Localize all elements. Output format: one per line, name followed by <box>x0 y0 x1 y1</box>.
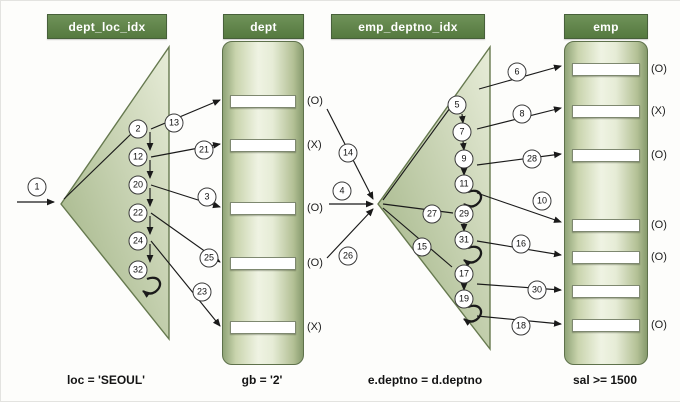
step-circle: 18 <box>511 316 531 336</box>
flow-arrow <box>476 192 562 223</box>
step-circle: 5 <box>447 95 467 115</box>
table-row <box>572 219 640 232</box>
row-match-flag: (X) <box>651 104 666 117</box>
table-row <box>572 149 640 162</box>
step-circle: 4 <box>332 181 352 201</box>
table-row <box>572 285 640 298</box>
step-circle: 27 <box>422 204 442 224</box>
step-circle: 12 <box>128 147 148 167</box>
step-circle: 29 <box>454 204 474 224</box>
flow-arrow <box>476 151 562 166</box>
step-circle: 15 <box>412 237 432 257</box>
step-circle: 20 <box>128 175 148 195</box>
step-circle: 8 <box>512 104 532 124</box>
flow-arrow <box>458 113 466 124</box>
row-match-flag: (O) <box>307 256 323 269</box>
table-row <box>230 95 296 108</box>
loopback-hook-arrow <box>463 304 483 326</box>
row-match-flag: (O) <box>651 62 667 75</box>
table-predicate-label: sal >= 1500 <box>572 373 638 387</box>
table-row <box>572 319 640 332</box>
table-row <box>572 105 640 118</box>
row-match-flag: (O) <box>651 148 667 161</box>
step-circle: 11 <box>454 174 474 194</box>
step-circle: 26 <box>338 246 358 266</box>
step-circle: 9 <box>454 149 474 169</box>
table-body-emp <box>564 41 648 365</box>
step-circle: 22 <box>128 203 148 223</box>
row-match-flag: (X) <box>307 138 322 151</box>
step-circle: 6 <box>507 62 527 82</box>
step-circle: 30 <box>527 280 547 300</box>
table-row <box>230 257 296 270</box>
flow-arrow <box>150 240 221 327</box>
flow-arrow <box>476 283 562 293</box>
table-row <box>230 202 296 215</box>
step-circle: 32 <box>128 260 148 280</box>
row-match-flag: (O) <box>307 201 323 214</box>
step-circle: 24 <box>128 231 148 251</box>
table-row <box>572 251 640 264</box>
row-match-flag: (O) <box>651 250 667 263</box>
row-match-flag: (O) <box>651 318 667 331</box>
flow-arrow <box>150 99 221 130</box>
step-circle: 16 <box>511 234 531 254</box>
step-circle: 1 <box>27 177 47 197</box>
row-match-flag: (O) <box>307 94 323 107</box>
row-match-flag: (X) <box>307 320 322 333</box>
flow-arrow <box>326 208 374 259</box>
loopback-hook-arrow <box>142 276 162 298</box>
step-circle: 10 <box>532 191 552 211</box>
step-circle: 25 <box>199 248 219 268</box>
flow-arrow <box>63 133 132 200</box>
index-predicate-label: e.deptno = d.deptno <box>367 373 483 387</box>
index-header-dept_loc_idx: dept_loc_idx <box>47 14 167 39</box>
step-circle: 17 <box>454 264 474 284</box>
table-row <box>572 63 640 76</box>
table-row <box>230 321 296 334</box>
step-circle: 19 <box>454 289 474 309</box>
step-circle: 31 <box>454 230 474 250</box>
index-predicate-label: loc = 'SEOUL' <box>66 373 146 387</box>
step-circle: 13 <box>164 113 184 133</box>
step-circle: 2 <box>128 119 148 139</box>
row-match-flag: (O) <box>651 218 667 231</box>
step-circle: 3 <box>197 187 217 207</box>
table-header-emp: emp <box>564 14 648 39</box>
flow-arrow <box>459 140 467 151</box>
table-row <box>230 139 296 152</box>
flow-arrow <box>382 107 451 201</box>
step-circle: 28 <box>522 149 542 169</box>
table-header-dept: dept <box>223 14 304 39</box>
table-predicate-label: gb = '2' <box>241 373 283 387</box>
step-circle: 7 <box>452 122 472 142</box>
index-header-emp_deptno_idx: emp_deptno_idx <box>331 14 485 39</box>
step-circle: 21 <box>194 140 214 160</box>
step-circle: 23 <box>192 282 212 302</box>
loopback-hook-arrow <box>463 245 483 267</box>
step-circle: 14 <box>338 143 358 163</box>
